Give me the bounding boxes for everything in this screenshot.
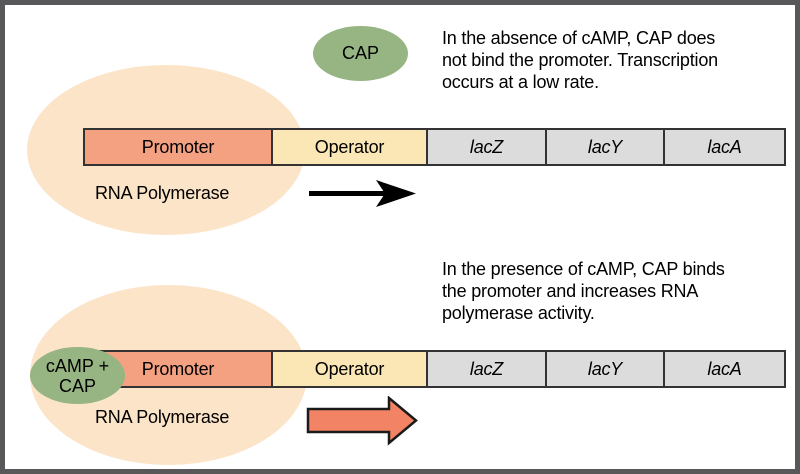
cap-ellipse-label: CAP bbox=[341, 43, 379, 63]
lacz-gene-box-bottom: lacZ bbox=[426, 350, 547, 388]
cap-ellipse: CAP bbox=[313, 26, 408, 81]
rna-polymerase-label-bottom: RNA Polymerase bbox=[95, 407, 230, 427]
operon-row-presence: Promoter Operator lacZ lacY lacA bbox=[83, 350, 793, 388]
presence-caption: In the presence of cAMP, CAP binds the p… bbox=[442, 259, 725, 323]
rna-polymerase-label-top: RNA Polymerase bbox=[95, 183, 230, 203]
high-rate-transcription-arrow-icon bbox=[305, 395, 420, 451]
operator-box-bottom: Operator bbox=[271, 350, 428, 388]
promoter-box-top: Promoter bbox=[83, 128, 273, 166]
lacz-gene-box-top: lacZ bbox=[426, 128, 547, 166]
lacy-gene-box-bottom: lacY bbox=[545, 350, 665, 388]
low-rate-transcription-arrow-icon bbox=[308, 179, 418, 214]
lacy-gene-box-top: lacY bbox=[545, 128, 665, 166]
laca-gene-box-top: lacA bbox=[663, 128, 786, 166]
absence-caption: In the absence of cAMP, CAP does not bin… bbox=[442, 28, 718, 92]
laca-gene-box-bottom: lacA bbox=[663, 350, 786, 388]
camp-cap-ellipse: cAMP + CAP bbox=[30, 347, 125, 404]
operon-row-absence: Promoter Operator lacZ lacY lacA bbox=[83, 128, 793, 166]
operator-box-top: Operator bbox=[271, 128, 428, 166]
